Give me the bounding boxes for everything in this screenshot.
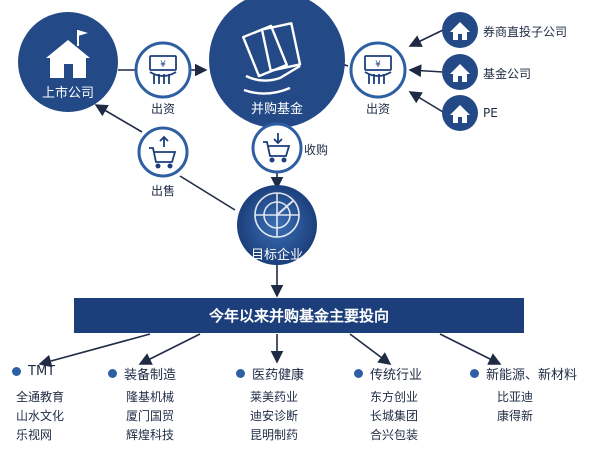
company-name: 山水文化 [16, 409, 65, 423]
flow-arrow-cat-2 [138, 333, 201, 365]
sell-label: 出售 [150, 184, 176, 198]
sell-circle [137, 126, 189, 178]
acquire-circle [251, 122, 303, 174]
money-hand-icon [242, 22, 302, 95]
acquire-label: 收购 [304, 143, 329, 157]
category-equipment: 装备制造 [108, 364, 176, 383]
company-name: 合兴包装 [370, 428, 419, 442]
ma-fund-node [209, 0, 345, 128]
bullet-dot [12, 367, 21, 376]
company-list-traditional: 东方创业 长城集团 合兴包装 [370, 388, 418, 445]
flow-arrow-sell-up [94, 104, 143, 133]
bullet-dot [108, 369, 117, 378]
company-name: 乐视网 [16, 428, 53, 442]
flow-arrow-investor-2 [408, 64, 444, 78]
bullet-dot [236, 369, 245, 378]
category-traditional: 传统行业 [354, 364, 422, 383]
company-list-new-energy: 比亚迪 康得新 [497, 388, 533, 426]
company-name: 全通教育 [16, 390, 65, 404]
company-name: 东方创业 [370, 390, 419, 404]
flow-arrow-cat-1 [38, 333, 151, 368]
cart-up-icon [149, 135, 177, 169]
investor-label-3: PE [483, 106, 498, 120]
company-name: 迪安诊断 [250, 409, 299, 423]
category-label: TMT [28, 364, 56, 379]
company-name: 昆明制药 [250, 428, 299, 442]
flow-arrow-cat-5 [439, 333, 502, 365]
svg-text:¥: ¥ [375, 60, 381, 70]
listed-company-node [18, 12, 118, 112]
company-name: 厦门国贸 [126, 409, 175, 423]
invest-right-label: 出资 [365, 102, 391, 116]
category-tmt: TMT [12, 364, 55, 379]
ma-fund-label: 并购基金 [250, 102, 304, 117]
investor-node-3 [442, 95, 478, 131]
radar-icon [254, 192, 300, 238]
cash-hand-icon [149, 55, 177, 84]
cart-down-icon [263, 133, 291, 163]
invest-left-label: 出资 [150, 102, 176, 116]
investor-label-2: 基金公司 [483, 67, 532, 81]
company-list-tmt: 全通教育 山水文化 乐视网 [16, 388, 64, 445]
category-label: 医药健康 [252, 368, 305, 383]
target-company-label: 目标企业 [250, 248, 304, 263]
house-icon [46, 30, 90, 78]
flow-arrow-investor-3 [408, 91, 444, 113]
invest-right-circle: ¥ [349, 41, 407, 99]
company-list-pharma: 莱美药业 迪安诊断 昆明制药 [250, 388, 298, 445]
company-name: 康得新 [497, 409, 534, 423]
investor-label-1: 券商直投子公司 [483, 25, 568, 39]
building-icon [450, 64, 470, 82]
company-name: 莱美药业 [250, 390, 299, 404]
category-label: 传统行业 [370, 368, 423, 383]
company-name: 长城集团 [370, 409, 419, 423]
category-label: 装备制造 [124, 368, 177, 383]
company-name: 辉煌科技 [126, 428, 175, 442]
listed-company-label: 上市公司 [41, 86, 95, 101]
direction-banner: 今年以来并购基金主要投向 [74, 298, 524, 333]
flow-arrow-investor-1 [408, 29, 444, 47]
bullet-dot [354, 369, 363, 378]
cash-hand-icon [364, 55, 392, 84]
flow-arrow-sell [179, 175, 236, 211]
building-icon [450, 105, 470, 123]
svg-text:¥: ¥ [160, 60, 166, 70]
company-name: 比亚迪 [497, 390, 534, 404]
category-label: 新能源、新材料 [486, 368, 578, 383]
investor-node-1 [442, 12, 478, 48]
flow-arrow-cat-4 [349, 333, 392, 365]
category-new-energy: 新能源、新材料 [470, 364, 577, 383]
investor-node-2 [442, 54, 478, 90]
company-list-equipment: 隆基机械 厦门国贸 辉煌科技 [126, 388, 174, 445]
bullet-dot [470, 369, 479, 378]
category-pharma: 医药健康 [236, 364, 304, 383]
invest-left-circle: ¥ [134, 41, 192, 99]
building-icon [450, 22, 470, 40]
company-name: 隆基机械 [126, 390, 175, 404]
target-company-node [237, 185, 317, 265]
